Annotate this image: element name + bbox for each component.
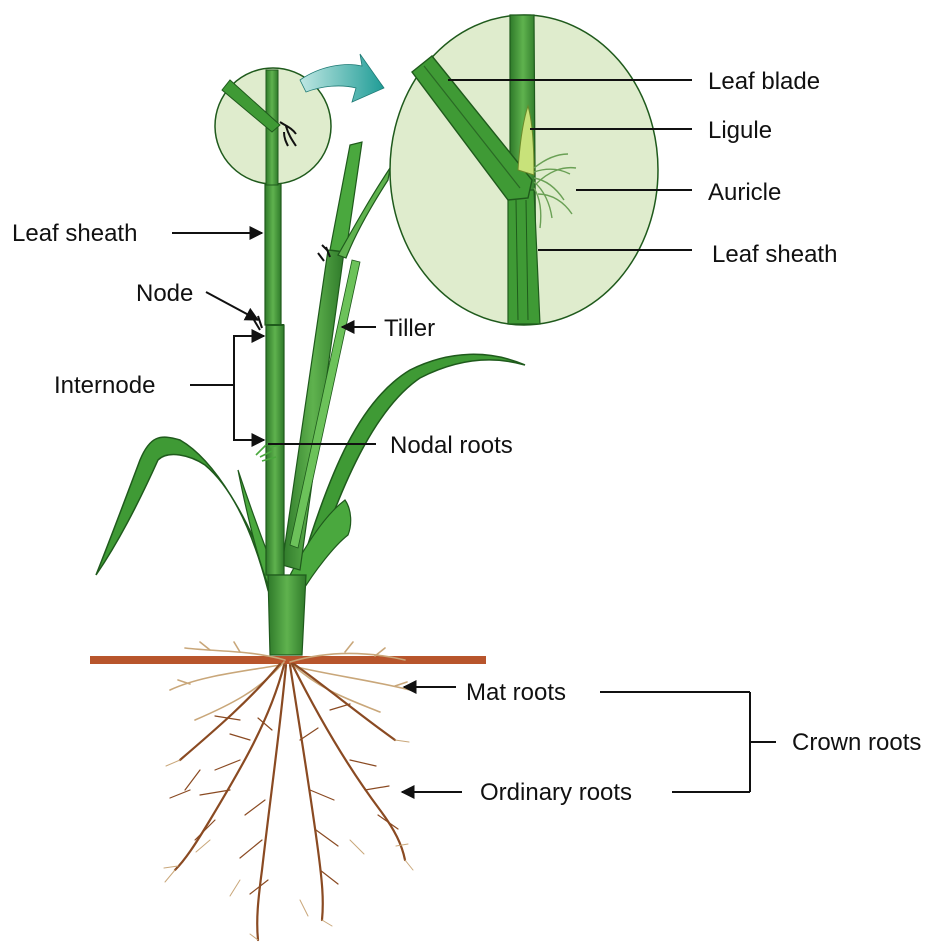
root-fine-tips (164, 740, 413, 940)
label-ligule: Ligule (708, 117, 772, 144)
culm-base (268, 575, 306, 655)
large-leaf-sheath (508, 190, 540, 324)
label-tiller: Tiller (384, 315, 435, 342)
root-branches (170, 704, 398, 894)
culm-lower (266, 325, 284, 575)
main-stem (254, 120, 306, 655)
label-auricle: Auricle (708, 179, 781, 206)
label-ordinary-roots: Ordinary roots (480, 779, 632, 806)
internode-bracket (234, 336, 264, 440)
label-node: Node (136, 280, 193, 307)
roots (164, 642, 413, 940)
label-mat-roots: Mat roots (466, 679, 566, 706)
label-nodal-roots: Nodal roots (390, 432, 513, 459)
left-leaf (96, 437, 272, 590)
node-line (206, 292, 258, 320)
ordinary-roots (175, 664, 405, 940)
label-internode: Internode (54, 372, 155, 399)
label-leaf-sheath-right: Leaf sheath (712, 241, 837, 268)
large-magnifier (390, 15, 658, 325)
label-crown-roots: Crown roots (792, 729, 921, 756)
label-leaf-blade: Leaf blade (708, 68, 820, 95)
tiller-leaf-upper (330, 142, 362, 252)
ground-line (90, 656, 486, 664)
label-leaf-sheath-left: Leaf sheath (12, 220, 137, 247)
